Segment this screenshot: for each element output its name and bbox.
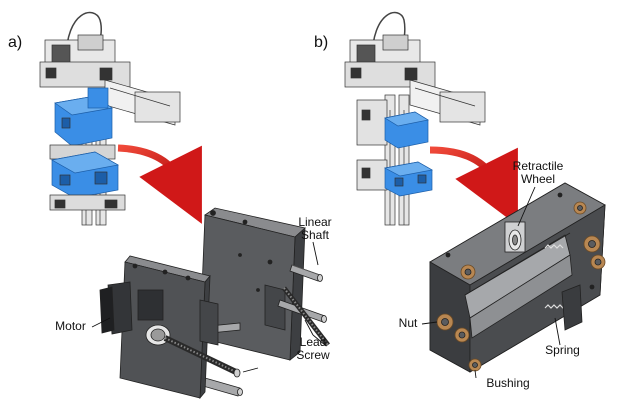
panel-b-red-arrow [429, 146, 518, 226]
panel-b-leader-lines [421, 186, 561, 379]
callout-linear-shaft: Linear Shaft [298, 215, 332, 242]
callout-lead-screw: Lead Screw [296, 335, 330, 362]
panel-a-red-arrow [117, 144, 202, 224]
panel-a-label: a) [8, 34, 23, 51]
panel-b-label: b) [314, 34, 329, 51]
callout-spring: Spring [545, 343, 580, 357]
panel-a-leader-lines [91, 241, 326, 373]
panel-a-robot-assembly [39, 11, 181, 226]
callout-bushing: Bushing [486, 376, 530, 390]
panel-a-exploded-mechanism [99, 207, 330, 400]
panel-b-robot-assembly [344, 11, 486, 226]
callout-nut: Nut [398, 316, 418, 330]
panel-b-carriage [429, 182, 606, 373]
callout-motor: Motor [55, 319, 86, 333]
callout-retractile-wheel: Retractile Wheel [512, 159, 564, 186]
